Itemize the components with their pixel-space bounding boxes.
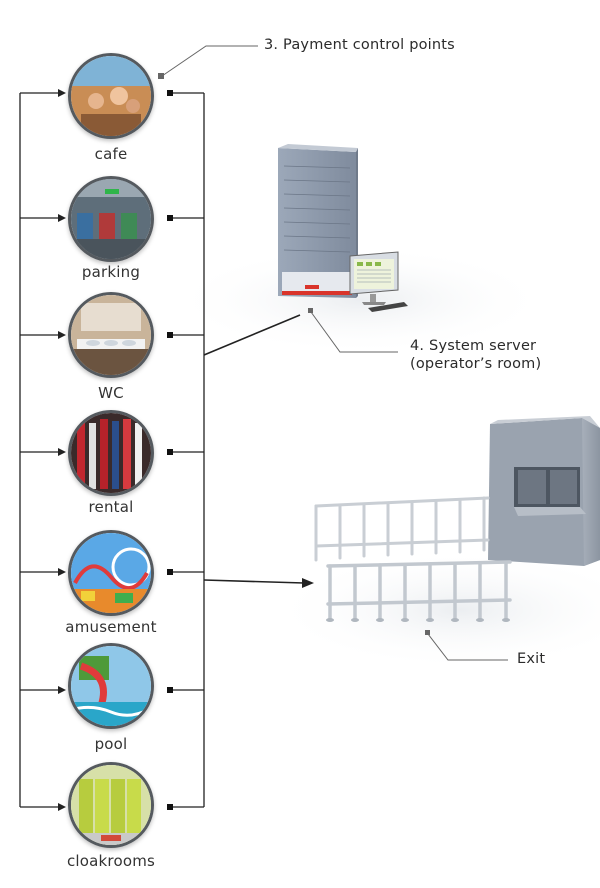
payment-points-leader-dot	[158, 73, 164, 79]
gate-floor-shadow	[270, 550, 600, 670]
gate-front-rail	[326, 560, 512, 620]
place-label-parking: parking	[81, 263, 141, 281]
payment-points-label: 3. Payment control points	[264, 37, 455, 53]
left-arrowheads	[58, 89, 66, 811]
place-label-wc: WC	[98, 384, 124, 402]
right-bracket	[172, 92, 205, 808]
server-label-line2: (operator’s room)	[410, 356, 542, 372]
exit-link-arrowhead	[302, 578, 314, 588]
exit-leader	[427, 633, 508, 661]
cafe-photo	[68, 53, 154, 139]
cloakrooms-photo	[68, 762, 154, 848]
wc-photo	[68, 292, 154, 378]
server-leader	[310, 311, 398, 353]
system-server-rack	[278, 144, 358, 298]
place-label-amusement: amusement	[65, 618, 157, 636]
payment-point-markers	[167, 90, 173, 810]
left-bracket	[19, 92, 64, 808]
exit-leader-dot	[425, 630, 430, 635]
place-label-rental: rental	[88, 498, 134, 516]
server-floor-shadow	[170, 245, 550, 355]
cashier-kiosk	[488, 416, 600, 566]
parking-photo	[68, 176, 154, 262]
rental-photo	[68, 410, 154, 496]
gate-feet	[326, 618, 510, 622]
amusement-photo	[68, 530, 154, 616]
exit-label: Exit	[517, 651, 546, 667]
server-link-line	[203, 314, 301, 356]
gate-back-rail	[314, 496, 490, 562]
place-label-cloakrooms: cloakrooms	[66, 852, 156, 870]
server-leader-dot	[308, 308, 313, 313]
payment-points-leader	[161, 45, 258, 77]
place-label-pool: pool	[94, 735, 128, 753]
place-label-cafe: cafe	[94, 145, 128, 163]
pool-photo	[68, 643, 154, 729]
server-label-line1: 4. System server	[410, 338, 537, 354]
operator-monitor	[349, 251, 408, 312]
exit-link-line	[203, 579, 305, 584]
